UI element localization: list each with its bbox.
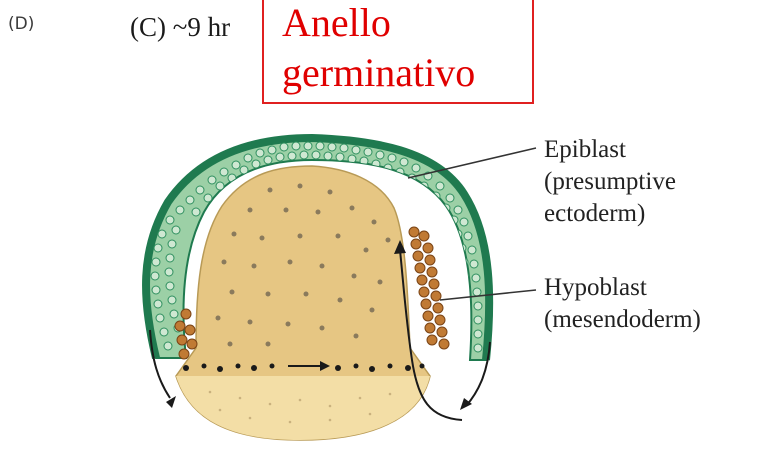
vegetal-yolk [176,376,430,440]
epiblast-label-line1: Epiblast [544,134,676,166]
epiblast-label-line2: (presumptive [544,166,676,198]
hypoblast-label-line2: (mesendoderm) [544,304,701,336]
hypoblast-label-line1: Hypoblast [544,272,701,304]
hypoblast-cells-right [409,227,449,349]
epiboly-arrowhead-left [166,396,176,408]
epiblast-label-line3: ectoderm) [544,198,676,230]
hypoblast-label: Hypoblast (mesendoderm) [544,272,701,336]
epiblast-label: Epiblast (presumptive ectoderm) [544,134,676,230]
